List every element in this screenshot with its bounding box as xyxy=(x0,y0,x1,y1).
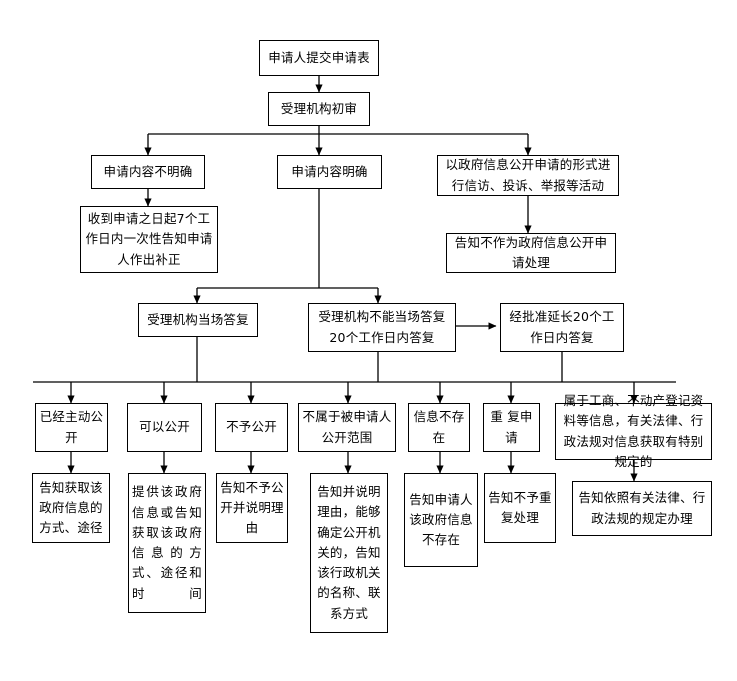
node-info-not-exist[interactable]: 信息不存在 xyxy=(408,403,470,452)
node-notify-correction[interactable]: 收到申请之日起7个工作日内一次性告知申请人作出补正 xyxy=(80,206,218,273)
node-already-public[interactable]: 已经主动公开 xyxy=(35,403,108,452)
node-may-disclose[interactable]: 可以公开 xyxy=(127,403,202,452)
node-act-no-repeat-label: 告知不予重复处理 xyxy=(488,489,552,525)
node-content-clear-label: 申请内容明确 xyxy=(291,163,368,179)
node-act-notify-not-exist-label: 告知申请人该政府信息不存在 xyxy=(409,491,473,548)
node-repeat-request-label: 重 复申请 xyxy=(490,409,533,445)
node-agency-review-label: 受理机构初审 xyxy=(280,100,358,116)
node-act-notify-not-exist[interactable]: 告知申请人该政府信息不存在 xyxy=(404,473,478,567)
node-act-explain-agency-label: 告知并说明理由，能够确定公开机关的，告知该行政机关的名称、联系方式 xyxy=(317,484,381,621)
node-act-tell-access-label: 告知获取该政府信息的方式、途径 xyxy=(39,479,103,536)
node-repeat-request[interactable]: 重 复申请 xyxy=(483,403,540,452)
node-already-public-label: 已经主动公开 xyxy=(39,409,104,445)
node-submit-form[interactable]: 申请人提交申请表 xyxy=(259,40,379,76)
node-not-in-scope[interactable]: 不属于被申请人公开范围 xyxy=(298,403,396,452)
node-reply-onsite-label: 受理机构当场答复 xyxy=(147,311,249,327)
node-special-registry[interactable]: 属于工商、不动产登记资料等信息，有关法律、行政法规对信息获取有特别规定的 xyxy=(555,393,712,469)
node-no-disclose-label: 不予公开 xyxy=(226,419,277,435)
node-agency-review[interactable]: 受理机构初审 xyxy=(268,92,370,126)
node-content-unclear[interactable]: 申请内容不明确 xyxy=(91,155,205,189)
node-special-registry-label: 属于工商、不动产登记资料等信息，有关法律、行政法规对信息获取有特别规定的 xyxy=(563,393,704,469)
node-act-follow-law[interactable]: 告知依照有关法律、行政法规的规定办理 xyxy=(572,481,712,536)
node-act-no-repeat[interactable]: 告知不予重复处理 xyxy=(484,473,556,543)
node-content-clear[interactable]: 申请内容明确 xyxy=(277,155,382,189)
node-not-in-scope-label: 不属于被申请人公开范围 xyxy=(302,409,392,445)
node-act-refuse-reason[interactable]: 告知不予公开并说明理由 xyxy=(216,473,288,543)
node-submit-form-label: 申请人提交申请表 xyxy=(268,49,370,65)
node-reply-onsite[interactable]: 受理机构当场答复 xyxy=(138,303,258,337)
node-act-refuse-reason-label: 告知不予公开并说明理由 xyxy=(220,479,284,536)
node-content-unclear-label: 申请内容不明确 xyxy=(103,163,193,179)
node-not-as-disclosure-label: 告知不作为政府信息公开申请处理 xyxy=(454,234,608,270)
node-act-provide-info-label: 提供该政府信息或告知获取该政府信息的方式、途径和时间 xyxy=(132,484,202,601)
node-as-complaint-form[interactable]: 以政府信息公开申请的形式进行信访、投诉、举报等活动 xyxy=(437,155,619,196)
node-act-follow-law-label: 告知依照有关法律、行政法规的规定办理 xyxy=(578,490,706,526)
node-info-not-exist-label: 信息不存在 xyxy=(413,409,465,445)
node-may-disclose-label: 可以公开 xyxy=(139,419,190,435)
node-approved-extension[interactable]: 经批准延长20个工作日内答复 xyxy=(500,303,624,352)
node-act-provide-info[interactable]: 提供该政府信息或告知获取该政府信息的方式、途径和时间 xyxy=(128,473,206,613)
node-not-as-disclosure[interactable]: 告知不作为政府信息公开申请处理 xyxy=(446,233,616,273)
node-notify-correction-label: 收到申请之日起7个工作日内一次性告知申请人作出补正 xyxy=(85,211,213,267)
node-reply-not-onsite-label: 受理机构不能当场答复20个工作日内答复 xyxy=(318,309,446,345)
node-approved-extension-label: 经批准延长20个工作日内答复 xyxy=(509,309,615,345)
node-as-complaint-form-label: 以政府信息公开申请的形式进行信访、投诉、举报等活动 xyxy=(445,157,611,193)
node-act-explain-agency[interactable]: 告知并说明理由，能够确定公开机关的，告知该行政机关的名称、联系方式 xyxy=(310,473,388,633)
node-reply-not-onsite[interactable]: 受理机构不能当场答复20个工作日内答复 xyxy=(308,303,456,352)
node-act-tell-access[interactable]: 告知获取该政府信息的方式、途径 xyxy=(32,473,110,543)
node-no-disclose[interactable]: 不予公开 xyxy=(215,403,288,452)
